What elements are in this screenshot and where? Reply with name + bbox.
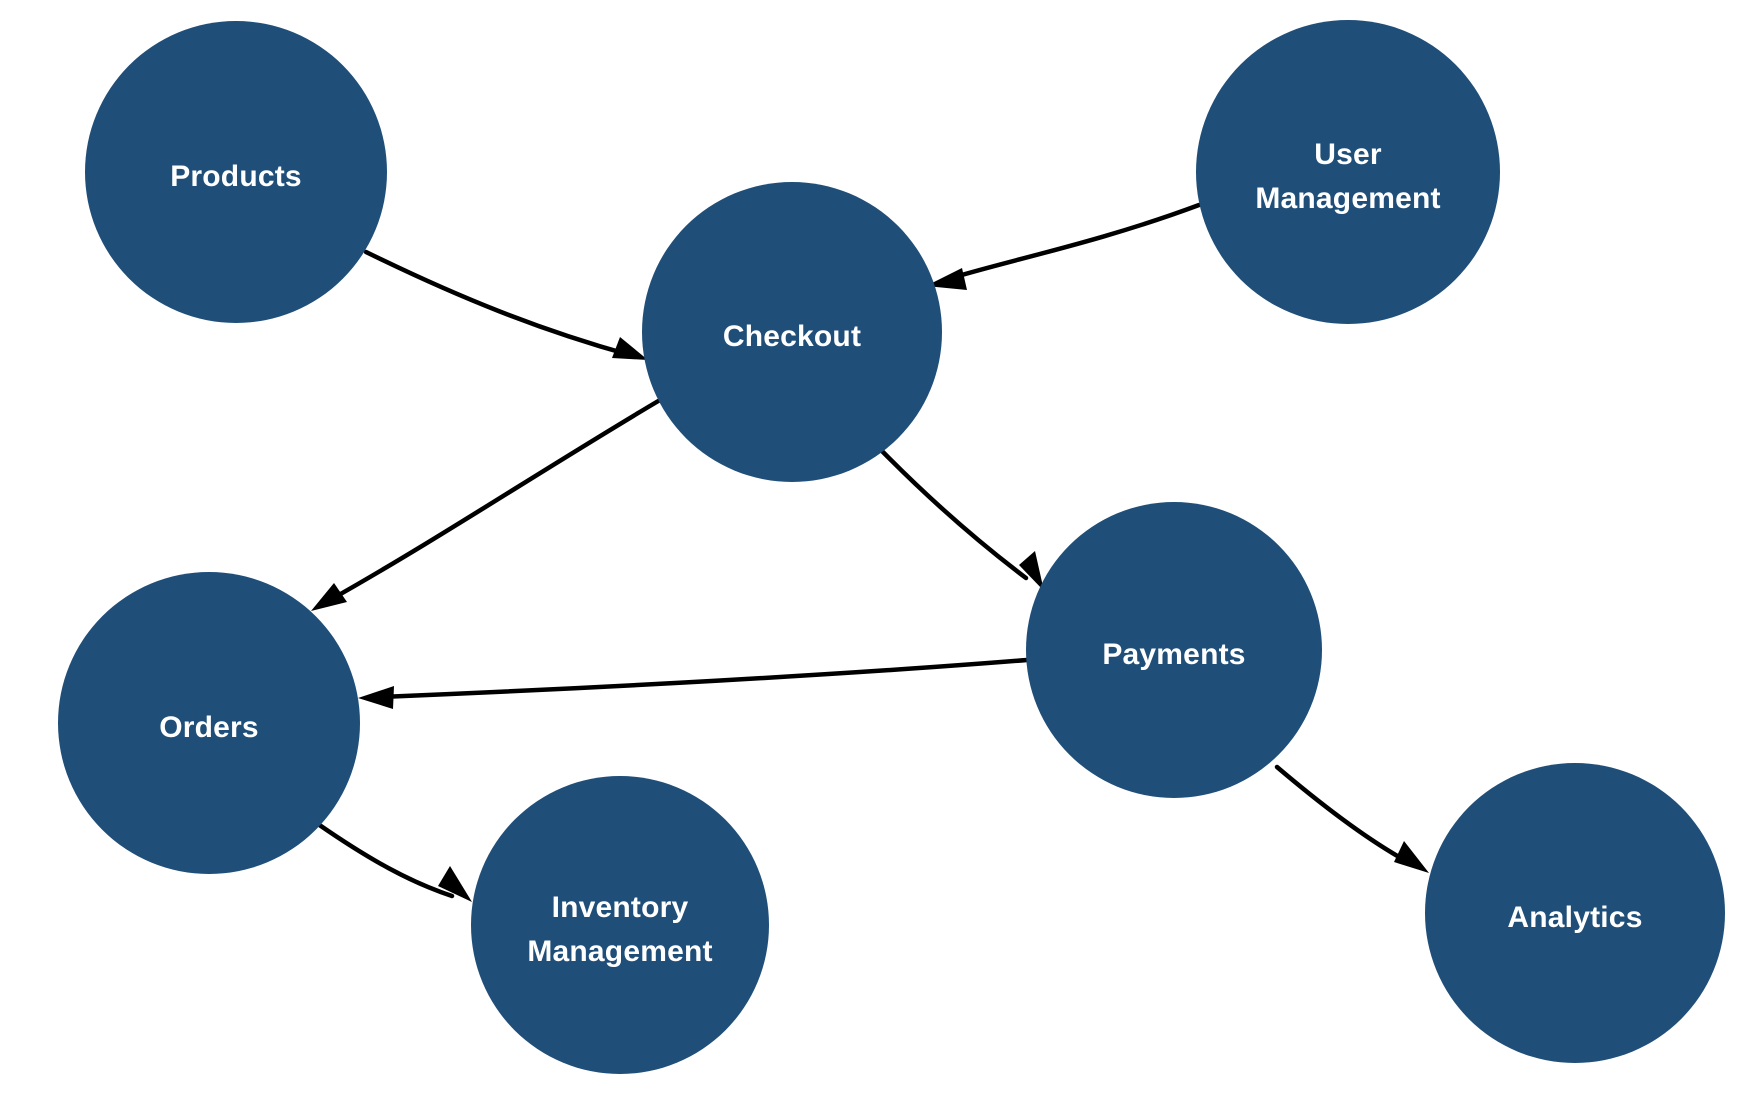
node-analytics-circle[interactable] bbox=[1425, 763, 1725, 1063]
node-products-circle[interactable] bbox=[85, 21, 387, 323]
edge-user-management-checkout[interactable] bbox=[926, 202, 1202, 290]
arrowhead-icon bbox=[311, 583, 347, 611]
edge-line bbox=[945, 202, 1202, 282]
edge-checkout-orders[interactable] bbox=[311, 397, 663, 611]
node-payments-circle[interactable] bbox=[1026, 502, 1322, 798]
nodes-layer: Products Checkout User Management Orders bbox=[58, 20, 1725, 1074]
node-analytics[interactable]: Analytics bbox=[1425, 763, 1725, 1063]
node-inventory-management[interactable]: Inventory Management bbox=[471, 776, 769, 1074]
edge-line bbox=[327, 397, 663, 603]
edge-checkout-payments[interactable] bbox=[878, 447, 1044, 591]
node-payments[interactable]: Payments bbox=[1026, 502, 1322, 798]
node-user-management[interactable]: User Management bbox=[1196, 20, 1500, 324]
edge-line bbox=[377, 657, 1030, 700]
edge-products-checkout[interactable] bbox=[363, 249, 648, 360]
arrowhead-icon bbox=[358, 686, 394, 709]
edge-line bbox=[315, 821, 455, 899]
node-checkout[interactable]: Checkout bbox=[642, 182, 942, 482]
edges-layer bbox=[311, 202, 1429, 902]
edge-line bbox=[363, 249, 633, 358]
node-products[interactable]: Products bbox=[85, 21, 387, 323]
arrowhead-icon bbox=[926, 268, 967, 290]
arrowhead-icon bbox=[438, 866, 472, 902]
node-checkout-circle[interactable] bbox=[642, 182, 942, 482]
edge-orders-inventory-management[interactable] bbox=[315, 821, 472, 902]
node-orders[interactable]: Orders bbox=[58, 572, 360, 874]
edge-payments-orders[interactable] bbox=[358, 657, 1030, 709]
arrowhead-icon bbox=[1394, 841, 1429, 873]
arrowhead-icon bbox=[1019, 551, 1044, 591]
node-inventory-management-circle[interactable] bbox=[471, 776, 769, 1074]
arrowhead-icon bbox=[612, 337, 648, 360]
edge-line bbox=[878, 447, 1029, 581]
node-user-management-circle[interactable] bbox=[1196, 20, 1500, 324]
edge-line bbox=[1274, 764, 1411, 865]
edge-payments-analytics[interactable] bbox=[1274, 764, 1429, 873]
node-orders-circle[interactable] bbox=[58, 572, 360, 874]
